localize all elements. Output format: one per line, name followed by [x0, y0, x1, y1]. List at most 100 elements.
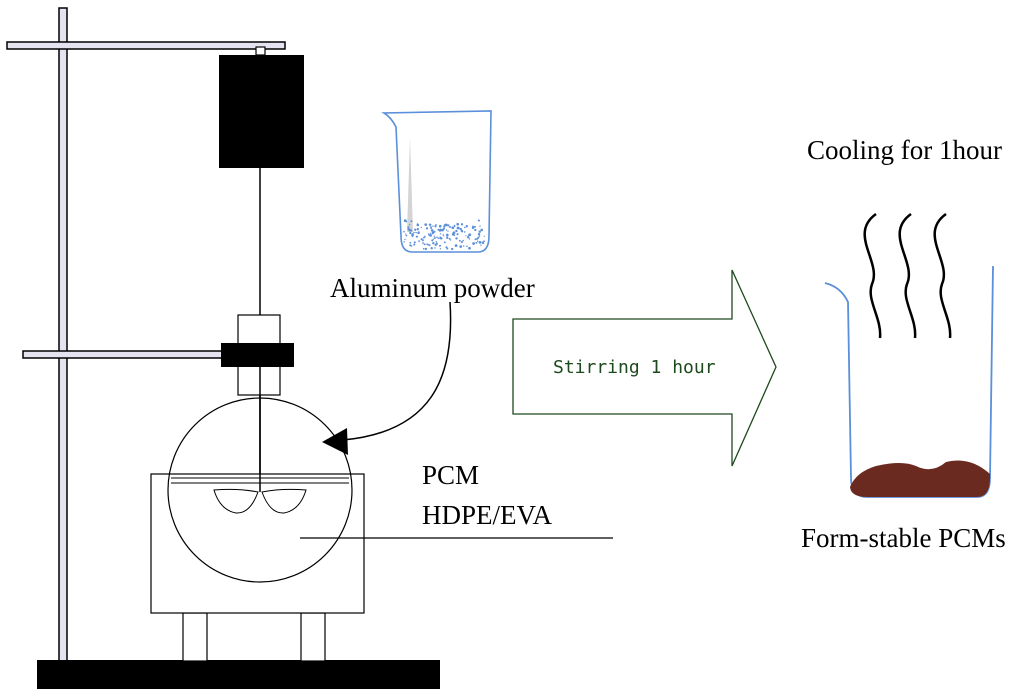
powder-dot	[474, 225, 476, 228]
powder-dot	[416, 223, 419, 225]
flask-clamp	[221, 343, 294, 367]
powder-dot	[474, 228, 477, 232]
powder-dot	[460, 240, 463, 244]
powder-dot	[449, 226, 451, 228]
powder-dot	[465, 225, 468, 228]
powder-dot	[463, 245, 465, 247]
powder-dot	[446, 236, 449, 239]
powder-dot	[467, 234, 470, 236]
powder-dot	[423, 243, 426, 246]
powder-dot	[451, 226, 455, 230]
powder-dot	[432, 242, 435, 245]
powder-dot	[445, 246, 448, 249]
powder-dot	[455, 237, 458, 240]
powder-dot	[462, 239, 464, 242]
powder-dot	[437, 237, 440, 240]
powder-dot	[438, 224, 442, 228]
powder-dot	[422, 247, 425, 250]
powder-dot	[424, 235, 426, 237]
powder-dot	[408, 224, 411, 226]
powder-dot	[460, 229, 464, 233]
powder-dot	[435, 224, 437, 226]
powder-dot	[477, 219, 480, 222]
powder-dot	[432, 225, 434, 227]
powder-dot	[420, 226, 422, 229]
form-stable-pcm-product	[850, 460, 990, 497]
powder-dot	[432, 238, 435, 240]
powder-dot	[479, 225, 481, 227]
powder-dot	[427, 243, 430, 246]
powder-dot	[437, 228, 440, 231]
upper-clamp-arm	[6, 41, 286, 50]
powder-dot	[413, 243, 416, 246]
powder-dot	[477, 232, 481, 236]
powder-dot	[415, 235, 418, 238]
powder-dot	[434, 247, 436, 249]
retort-stand	[6, 7, 440, 689]
powder-dot	[447, 230, 449, 232]
powder-dot	[431, 239, 434, 242]
powder-dot	[481, 241, 484, 244]
powder-dot	[478, 241, 482, 244]
powder-dot	[480, 228, 484, 232]
powder-dot	[429, 223, 432, 226]
powder-dot	[439, 248, 442, 250]
powder-dot	[453, 234, 456, 236]
powder-dot	[413, 241, 416, 244]
powder-dot	[407, 228, 409, 230]
powder-dot	[428, 234, 430, 236]
powder-dot	[418, 231, 420, 233]
powder-dot	[434, 225, 437, 228]
bath-leg-right	[300, 612, 326, 662]
addition-arrow	[322, 301, 452, 455]
powder-dot	[425, 227, 429, 230]
powder-dot	[413, 231, 415, 234]
powder-dot	[422, 242, 424, 244]
powder-dot	[439, 237, 442, 240]
powder-dot	[439, 244, 441, 247]
powder-dot	[420, 238, 423, 241]
steam-line-2	[898, 212, 917, 339]
powder-dot	[441, 228, 444, 232]
powder-dot	[428, 244, 431, 247]
powder-dot	[411, 234, 414, 237]
powder-dot	[436, 236, 438, 239]
motor-hook	[255, 46, 266, 56]
powder-dot	[464, 226, 466, 229]
powder-dot	[439, 229, 441, 232]
powder-dot	[403, 241, 405, 243]
motor-body	[219, 55, 304, 168]
cooling-label: Cooling for 1hour	[807, 135, 1002, 165]
powder-dot	[409, 231, 412, 235]
powder-dot	[435, 242, 438, 245]
powder-dot	[434, 243, 437, 246]
powder-dot	[455, 229, 458, 233]
powder-dot	[416, 228, 419, 231]
powder-dot	[465, 235, 467, 237]
powder-dot	[424, 223, 428, 226]
powder-dot	[459, 245, 463, 248]
process-arrow	[512, 269, 777, 467]
powder-dot	[456, 233, 459, 236]
powder-dot	[414, 228, 417, 231]
powder-dot	[451, 247, 454, 251]
powder-dot	[409, 242, 412, 244]
powder-dot	[445, 233, 449, 237]
powder-dot	[477, 240, 479, 242]
powder-dot	[403, 230, 405, 233]
powder-dot	[418, 240, 421, 243]
aluminum-powder-dots	[403, 219, 485, 251]
powder-dot	[475, 241, 478, 244]
powder-dot	[430, 229, 434, 232]
powder-dot	[409, 244, 412, 247]
powder-dot	[407, 226, 410, 229]
powder-dot	[456, 226, 460, 230]
bath-leg-left	[182, 612, 208, 662]
powder-dot	[478, 235, 481, 237]
powder-beaker	[381, 110, 492, 253]
powder-dot	[452, 231, 456, 235]
hdpe-eva-label: HDPE/EVA	[422, 500, 553, 530]
powder-dot	[430, 226, 433, 230]
powder-dot	[405, 233, 407, 235]
